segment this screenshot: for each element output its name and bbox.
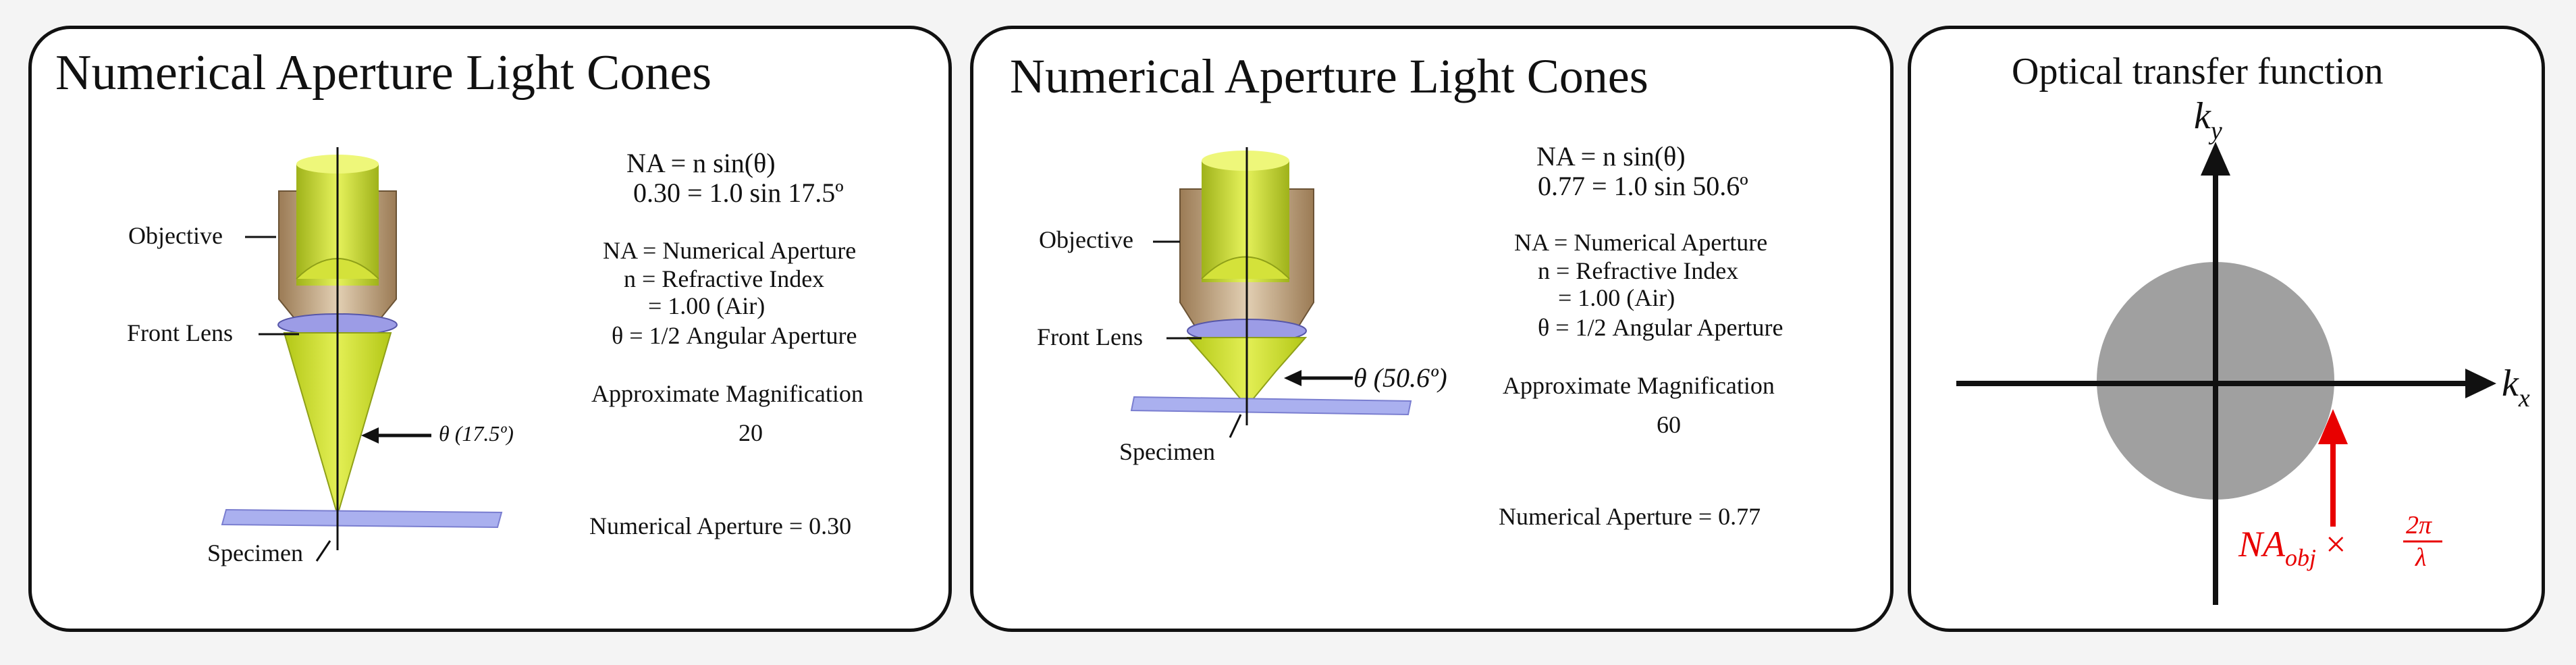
- otf-plot: ky kx NAobj× 2π λ: [1956, 95, 2530, 605]
- magnification-value: 20: [739, 419, 763, 446]
- objective-diagram-60x: [1130, 147, 1412, 438]
- formula-line-1: NA = n sin(θ): [1536, 141, 1686, 171]
- ky-label: ky: [2194, 95, 2222, 145]
- panel-1-title: Numerical Aperture Light Cones: [55, 45, 712, 101]
- na-value-text: Numerical Aperture = 0.77: [1499, 503, 1761, 530]
- label-objective: Objective: [128, 222, 223, 249]
- formula-line-1: NA = n sin(θ): [626, 148, 776, 178]
- formula-line-2: 0.30 = 1.0 sin 17.5º: [633, 178, 844, 208]
- legend-air: = 1.00 (Air): [648, 292, 766, 319]
- na-obj-formula: NAobj×: [2238, 524, 2346, 571]
- magnification-label: Approximate Magnification: [1503, 372, 1775, 399]
- panel-2-title: Numerical Aperture Light Cones: [1010, 49, 1648, 103]
- label-front-lens: Front Lens: [1037, 323, 1143, 350]
- legend-theta: θ = 1/2 Angular Aperture: [1538, 314, 1783, 341]
- legend-na: NA = Numerical Aperture: [1514, 229, 1768, 256]
- objective-illustration-60x: [1019, 120, 1469, 558]
- label-front-lens: Front Lens: [127, 319, 233, 346]
- specimen-slide: [221, 508, 503, 529]
- objective-diagram-20x: [221, 147, 503, 562]
- legend-theta: θ = 1/2 Angular Aperture: [612, 322, 857, 349]
- legend-n: n = Refractive Index: [1538, 257, 1739, 284]
- formula-line-2: 0.77 = 1.0 sin 50.6º: [1538, 171, 1748, 201]
- label-half-angle: θ (17.5º): [439, 421, 514, 446]
- otf-title: Optical transfer function: [2012, 51, 2384, 92]
- ky-arrowhead: [2201, 142, 2230, 176]
- label-specimen: Specimen: [1119, 438, 1215, 465]
- label-specimen: Specimen: [207, 539, 303, 566]
- label-objective: Objective: [1039, 226, 1133, 253]
- specimen-slide: [1130, 396, 1412, 416]
- kx-label: kx: [2502, 363, 2530, 413]
- label-half-angle: θ (50.6º): [1353, 363, 1447, 393]
- legend-air: = 1.00 (Air): [1558, 284, 1675, 311]
- na-value-text: Numerical Aperture = 0.30: [589, 512, 852, 539]
- objective-illustration-20x: [110, 137, 566, 584]
- magnification-value: 60: [1657, 411, 1681, 438]
- kx-arrowhead: [2465, 369, 2496, 398]
- frac-numerator: 2π: [2406, 511, 2432, 539]
- legend-n: n = Refractive Index: [624, 265, 825, 292]
- legend-na: NA = Numerical Aperture: [603, 237, 857, 264]
- frac-denominator: λ: [2415, 543, 2426, 572]
- na-cutoff-arrowhead: [2318, 409, 2348, 444]
- magnification-label: Approximate Magnification: [591, 380, 863, 407]
